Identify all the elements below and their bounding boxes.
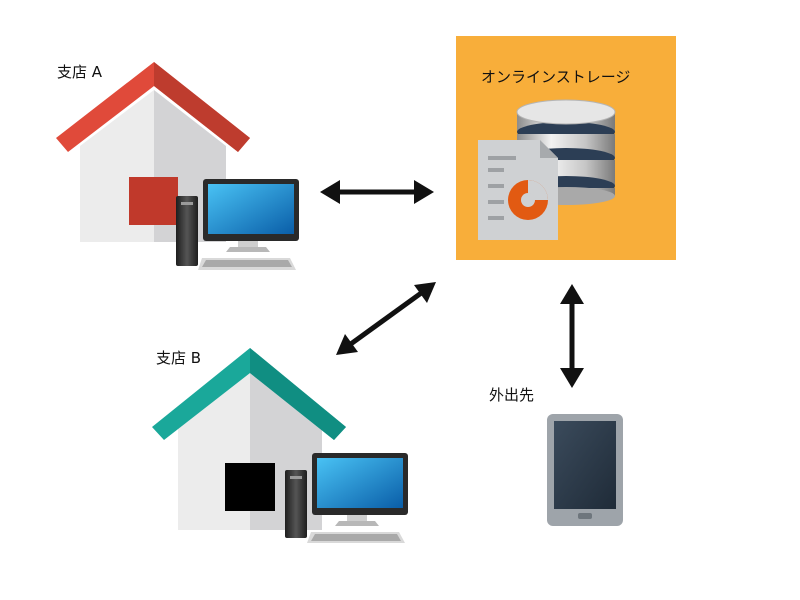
arrow-branch-a-storage [320,180,434,204]
arrow-branch-b-storage [336,282,436,355]
arrow-remote-storage [560,284,584,388]
storage-label: オンラインストレージ [481,68,631,86]
branch-b-label: 支店 B [156,349,202,367]
chart-document-icon [478,140,558,240]
remote-label: 外出先 [489,386,535,404]
branch-a-label: 支店 A [57,63,103,81]
tablet-icon [547,414,623,526]
branch-b-computer-icon [285,453,408,543]
branch-a-computer-icon [176,179,299,270]
